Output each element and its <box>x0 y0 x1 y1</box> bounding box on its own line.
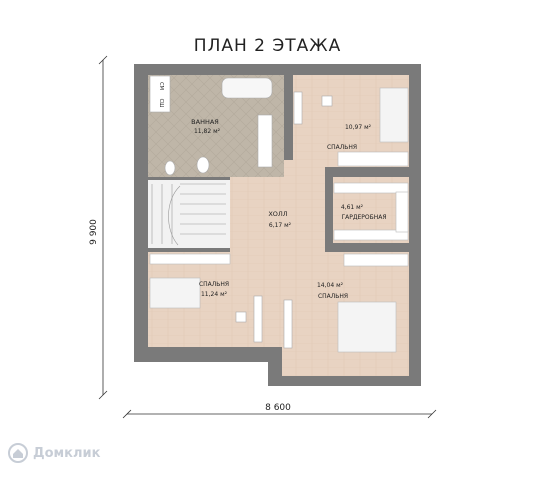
bed-bedroom3 <box>337 301 397 353</box>
plan-title: ПЛАН 2 ЭТАЖА <box>193 36 342 56</box>
wardrobe-rack-side <box>395 191 409 233</box>
room-bathroom-area: 11,82 м² <box>194 128 221 135</box>
room-bedroom1-area: 10,97 м² <box>345 124 372 131</box>
room-hall-name: ХОЛЛ <box>268 210 287 218</box>
dimension-height-label: 9 900 <box>89 219 99 245</box>
room-bedroom1-name: СПАЛЬНЯ <box>327 144 357 151</box>
room-hall-area: 6,17 м² <box>269 222 292 229</box>
vanity <box>257 114 273 168</box>
bed-bedroom1 <box>379 87 409 143</box>
room-wardrobe-area: 4,61 м² <box>341 204 364 211</box>
room-bedroom3-area: 14,04 м² <box>317 282 344 289</box>
dimension-width-label: 8 600 <box>265 403 291 413</box>
room-bedroom3-name: СПАЛЬНЯ <box>318 293 348 300</box>
dimension-horizontal <box>122 409 437 419</box>
home-logo-icon <box>8 443 28 463</box>
wardrobe-rack-bottom <box>333 229 409 241</box>
washer-label: СМ <box>158 82 164 90</box>
bathtub <box>221 77 273 99</box>
shelf-bedroom1 <box>293 91 303 125</box>
bed-bedroom2 <box>149 277 201 309</box>
dryer-label: СШ <box>158 99 164 108</box>
toilet <box>196 156 210 174</box>
shelf-bedroom3 <box>283 299 293 349</box>
staircase <box>151 183 226 246</box>
room-bedroom2-area: 11,24 м² <box>201 291 228 298</box>
hall-floor-upper <box>284 160 325 180</box>
bidet <box>164 160 176 176</box>
watermark-text: Домклик <box>33 445 101 461</box>
room-wardrobe-name: ГАРДЕРОБНАЯ <box>341 214 386 221</box>
shelf-bedroom2 <box>253 295 263 343</box>
wardrobe-rack-top <box>333 182 409 194</box>
room-bathroom-name: ВАННАЯ <box>191 118 219 126</box>
closet-bedroom1 <box>337 151 409 167</box>
watermark: Домклик <box>8 443 100 463</box>
closet-bedroom2 <box>149 253 231 265</box>
washer-dryer-cabinet <box>149 75 171 113</box>
desk-chair-bedroom2 <box>235 311 247 323</box>
room-bedroom2-name: СПАЛЬНЯ <box>199 281 229 288</box>
dimension-vertical <box>98 55 108 400</box>
desk-chair-bedroom1 <box>321 95 333 107</box>
closet-bedroom3 <box>343 253 409 267</box>
